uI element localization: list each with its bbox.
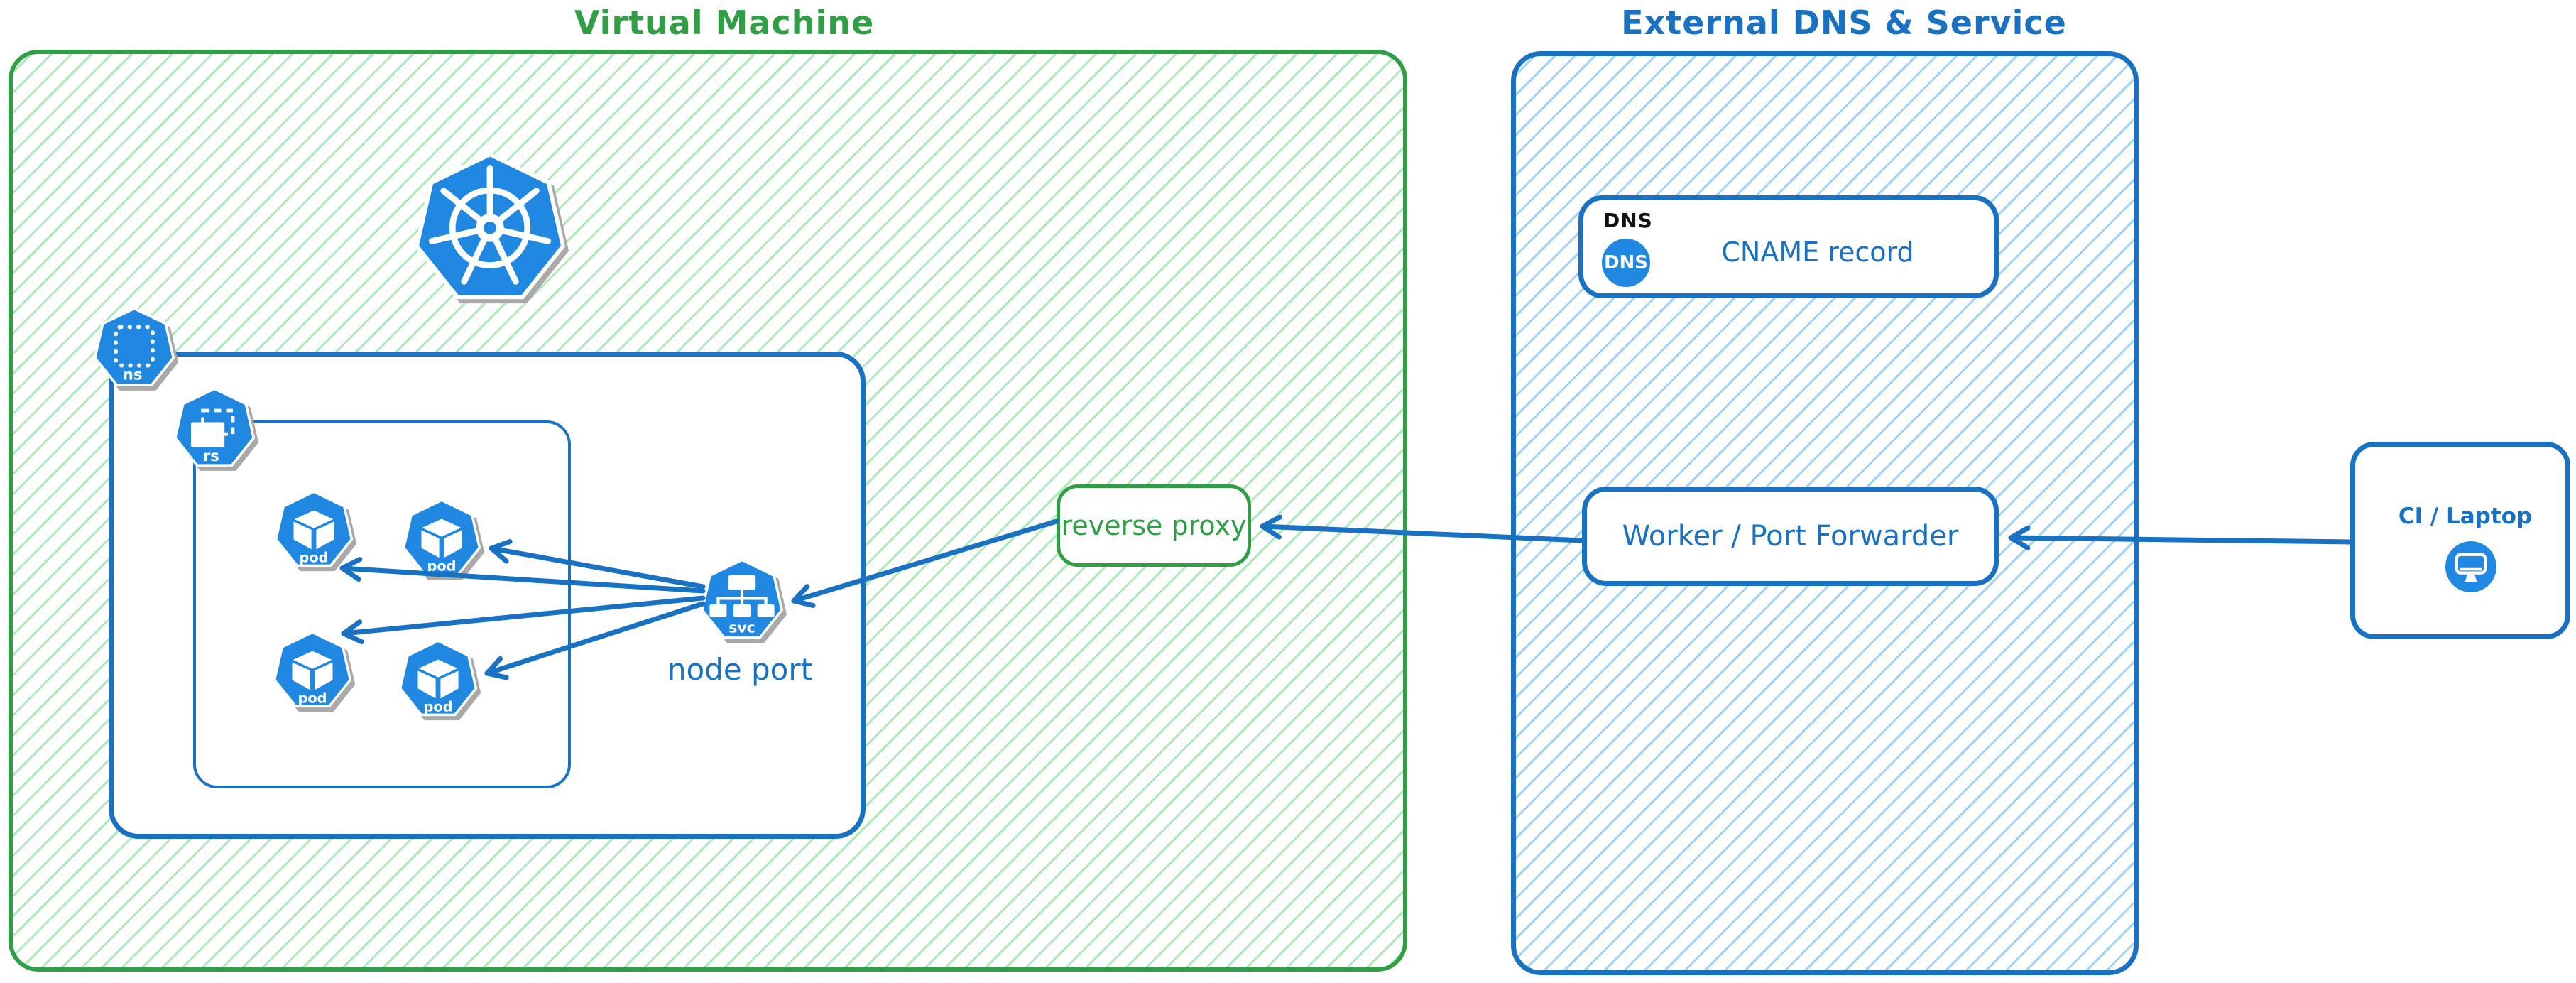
dns-icon: DNS xyxy=(1602,239,1650,287)
namespace-badge: ns xyxy=(123,366,143,384)
node-port-label: node port xyxy=(667,652,813,687)
pod-badge: pod xyxy=(427,558,456,574)
pod-icon: pod xyxy=(402,499,481,576)
replicaset-box xyxy=(193,420,571,788)
reverse-proxy-label: reverse proxy xyxy=(1061,510,1247,541)
cname-record-label: CNAME record xyxy=(1721,236,1914,268)
worker-port-forwarder-node: Worker / Port Forwarder xyxy=(1582,487,1999,586)
service-badge: svc xyxy=(728,619,755,636)
pod-icon: pod xyxy=(398,639,478,717)
kubernetes-logo-icon xyxy=(414,152,566,300)
pod-badge: pod xyxy=(298,690,327,706)
pod-badge: pod xyxy=(299,549,328,565)
namespace-icon: ns xyxy=(93,307,175,386)
replicaset-icon: rs xyxy=(173,387,256,467)
pod-badge: pod xyxy=(423,698,452,715)
ci-laptop-label: CI / Laptop xyxy=(2398,504,2533,529)
dns-node: DNS DNS CNAME record xyxy=(1578,195,1999,298)
dns-group-label: DNS xyxy=(1603,209,1653,232)
monitor-icon xyxy=(2445,541,2496,592)
service-icon: svc xyxy=(700,558,784,639)
worker-label: Worker / Port Forwarder xyxy=(1622,520,1959,553)
ci-laptop-node: CI / Laptop xyxy=(2350,442,2570,639)
dns-icon-text: DNS xyxy=(1603,252,1649,273)
pod-icon: pod xyxy=(274,490,354,567)
replicaset-badge: rs xyxy=(203,447,219,465)
reverse-proxy-node: reverse proxy xyxy=(1057,484,1251,567)
pod-icon: pod xyxy=(273,631,352,708)
external-dns-title: External DNS & Service xyxy=(1621,4,2067,42)
virtual-machine-title: Virtual Machine xyxy=(574,4,875,42)
